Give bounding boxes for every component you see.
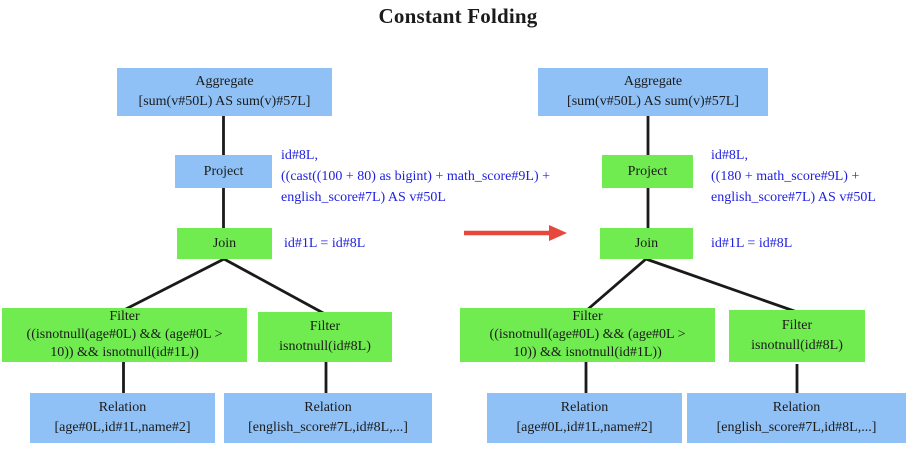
node-relation-english: Relation [english_score#7L,id#8L,...] <box>224 393 432 443</box>
node-join: Join <box>600 228 693 259</box>
node-label: Relation <box>560 400 609 415</box>
node-detail: ((isnotnull(age#0L) && (age#0L > <box>489 327 686 342</box>
node-project: Project <box>175 155 272 188</box>
annotation-line: ((cast((100 + 80) as bigint) + math_scor… <box>281 169 551 184</box>
node-detail: [sum(v#50L) AS sum(v)#57L] <box>138 94 311 109</box>
node-join: Join <box>177 228 272 259</box>
node-filter-id: Filter isnotnull(id#8L) <box>258 312 392 362</box>
node-relation-age: Relation [age#0L,id#1L,name#2] <box>487 393 682 443</box>
join-annotation: id#1L = id#8L <box>711 233 792 254</box>
annotation-line: id#8L, <box>711 148 748 163</box>
node-filter-age: Filter ((isnotnull(age#0L) && (age#0L > … <box>2 308 247 362</box>
node-label: Join <box>634 235 659 251</box>
node-detail: isnotnull(id#8L) <box>751 338 843 353</box>
node-label: Relation <box>772 400 821 415</box>
node-label: Filter <box>781 318 813 333</box>
node-relation-english: Relation [english_score#7L,id#8L,...] <box>687 393 906 443</box>
node-detail: ((isnotnull(age#0L) && (age#0L > <box>26 327 223 342</box>
connector-line <box>645 257 798 314</box>
node-detail: 10)) && isnotnull(id#1L)) <box>513 345 662 360</box>
diagram-title: Constant Folding <box>378 4 538 28</box>
node-label: Project <box>203 163 244 179</box>
node-aggregate: Aggregate [sum(v#50L) AS sum(v)#57L] <box>538 68 768 116</box>
node-detail: [english_score#7L,id#8L,...] <box>248 420 408 435</box>
annotation-line: id#1L = id#8L <box>284 236 366 251</box>
connector-line <box>586 257 647 312</box>
node-label: Join <box>212 235 237 251</box>
node-label: Filter <box>309 319 341 334</box>
node-filter-id: Filter isnotnull(id#8L) <box>729 310 865 362</box>
annotation-line: ((180 + math_score#9L) + <box>711 169 860 184</box>
node-label: Aggregate <box>623 74 683 89</box>
node-relation-age: Relation [age#0L,id#1L,name#2] <box>30 393 215 443</box>
annotation-line: english_score#7L) AS v#50L <box>711 190 876 205</box>
node-label: Project <box>627 163 668 179</box>
connector-line <box>123 257 225 312</box>
node-detail: [sum(v#50L) AS sum(v)#57L] <box>567 94 739 109</box>
node-label: Relation <box>304 400 352 415</box>
node-detail: 10)) && isnotnull(id#1L)) <box>50 345 199 360</box>
annotation-line: id#8L, <box>281 148 318 163</box>
node-detail: [age#0L,id#1L,name#2] <box>54 420 191 435</box>
project-annotation: id#8L, ((180 + math_score#9L) + english_… <box>711 145 876 208</box>
node-detail: [english_score#7L,id#8L,...] <box>716 420 877 435</box>
node-project: Project <box>602 155 693 188</box>
node-label: Filter <box>109 309 140 324</box>
node-label: Aggregate <box>195 74 254 89</box>
node-label: Filter <box>572 309 603 324</box>
join-annotation: id#1L = id#8L <box>284 233 365 254</box>
transform-arrow-icon <box>464 225 567 241</box>
project-annotation: id#8L, ((cast((100 + 80) as bigint) + ma… <box>281 145 550 208</box>
node-detail: [age#0L,id#1L,name#2] <box>516 420 653 435</box>
node-label: Relation <box>98 400 147 415</box>
annotation-line: id#1L = id#8L <box>711 236 793 251</box>
node-aggregate: Aggregate [sum(v#50L) AS sum(v)#57L] <box>117 68 332 116</box>
node-detail: isnotnull(id#8L) <box>279 339 371 354</box>
connector-line <box>223 257 326 316</box>
annotation-line: english_score#7L) AS v#50L <box>281 190 446 205</box>
node-filter-age: Filter ((isnotnull(age#0L) && (age#0L > … <box>460 308 715 362</box>
